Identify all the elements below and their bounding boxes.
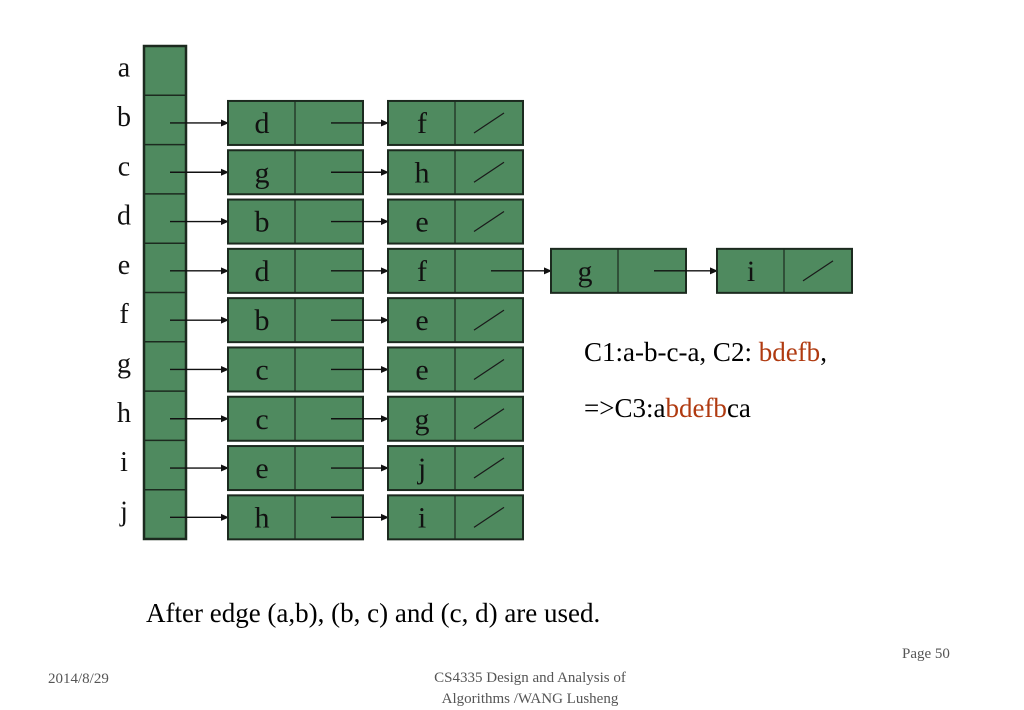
list-node-label: c: [255, 353, 268, 386]
slash-null-icon: [802, 260, 834, 282]
cycle-note-line2-suffix: ca: [726, 393, 751, 423]
footer-course-line1: CS4335 Design and Analysis of: [434, 670, 626, 686]
list-node-label: i: [418, 501, 426, 534]
list-node-d-1: e: [387, 198, 524, 245]
vertex-label-e: e: [118, 250, 130, 281]
vertex-label-a: a: [118, 53, 131, 84]
list-node-label: b: [255, 304, 270, 337]
footer-date: 2014/8/29: [48, 671, 109, 687]
vertex-label-d: d: [117, 201, 131, 232]
vertex-label-b: b: [117, 102, 131, 133]
cycle-note-line2-prefix: =>C3:a: [584, 393, 666, 423]
footer-course: CS4335 Design and Analysis of Algorithms…: [360, 668, 700, 710]
vertex-array: [142, 44, 188, 541]
cycle-note-line1: C1:a-b-c-a, C2: bdefb,: [584, 337, 827, 368]
list-node-j-1: i: [387, 494, 524, 541]
list-node-b-1: f: [387, 99, 524, 146]
vertex-label-i: i: [120, 447, 128, 478]
list-node-label: e: [415, 353, 428, 386]
vertex-label-h: h: [117, 398, 131, 429]
list-node-f-1: e: [387, 297, 524, 344]
list-node-label: e: [255, 452, 268, 485]
list-node-label: i: [747, 255, 755, 288]
list-node-label: g: [415, 403, 430, 436]
slash-null-icon: [473, 457, 505, 479]
list-node-label: e: [415, 206, 428, 239]
list-node-label: h: [255, 501, 270, 534]
slash-null-icon: [473, 408, 505, 430]
slash-null-icon: [473, 309, 505, 331]
cycle-note-line2-highlight: bdefb: [665, 393, 727, 423]
slash-null-icon: [473, 358, 505, 380]
list-node-label: b: [255, 206, 270, 239]
list-node-label: e: [415, 304, 428, 337]
list-node-i-0: e: [227, 445, 364, 492]
cycle-note-line1-suffix: ,: [820, 337, 827, 367]
list-node-i-1: j: [387, 445, 524, 492]
cycle-note-line1-highlight: bdefb: [758, 337, 821, 367]
slash-null-icon: [473, 161, 505, 183]
vertex-label-f: f: [119, 299, 129, 330]
cycle-note-line1-prefix: C1:a-b-c-a, C2:: [584, 337, 759, 367]
list-node-label: d: [255, 255, 270, 288]
list-node-h-1: g: [387, 395, 524, 442]
list-node-c-1: h: [387, 149, 524, 196]
vertex-label-c: c: [118, 151, 130, 182]
vertex-label-j: j: [119, 496, 128, 527]
slash-null-icon: [473, 211, 505, 233]
footer-course-line2: Algorithms /WANG Lusheng: [441, 691, 619, 707]
list-node-label: g: [255, 156, 270, 189]
list-node-label: j: [417, 452, 426, 485]
list-node-e-3: i: [716, 247, 853, 294]
list-node-label: f: [417, 255, 427, 288]
list-node-label: f: [417, 107, 427, 140]
slide-caption: After edge (a,b), (b, c) and (c, d) are …: [146, 598, 601, 628]
list-node-label: c: [255, 403, 268, 436]
slash-null-icon: [473, 506, 505, 528]
list-node-g-1: e: [387, 346, 524, 393]
slash-null-icon: [473, 112, 505, 134]
cycle-note-line2: =>C3:abdefbca: [584, 393, 751, 424]
list-node-e-1: f: [387, 247, 524, 294]
list-node-label: h: [415, 156, 430, 189]
list-node-label: d: [255, 107, 270, 140]
footer-page: Page 50: [902, 646, 950, 662]
vertex-label-g: g: [117, 348, 131, 379]
list-node-label: g: [578, 255, 593, 288]
